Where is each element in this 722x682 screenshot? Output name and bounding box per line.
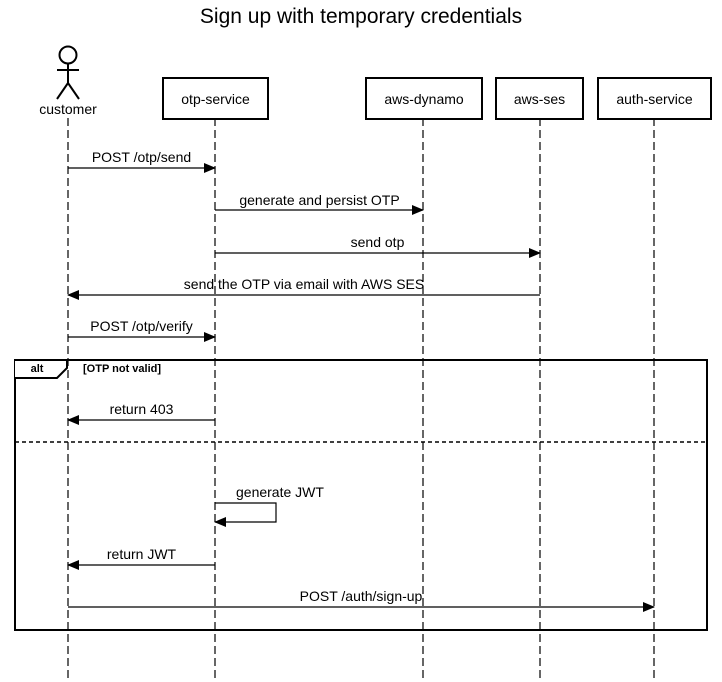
message-label: return JWT <box>107 546 177 562</box>
message-post-auth-sign-up: POST /auth/sign-up <box>68 588 655 612</box>
message-send-otp: send otp <box>215 234 541 258</box>
message-label: generate JWT <box>236 484 324 500</box>
message-label: return 403 <box>110 401 174 417</box>
alt-fragment: alt [OTP not valid] <box>14 359 708 631</box>
alt-condition: [OTP not valid] <box>83 363 161 375</box>
message-post-otp-send: POST /otp/send <box>68 149 216 173</box>
participant-aws-dynamo: aws-dynamo <box>365 77 483 120</box>
message-send-otp-email: send the OTP via email with AWS SES <box>67 276 540 300</box>
alt-fragment-tab <box>15 359 68 379</box>
message-label: POST /otp/verify <box>90 318 192 334</box>
participant-label: aws-ses <box>514 91 565 107</box>
participant-otp-service: otp-service <box>162 77 269 120</box>
alt-keyword: alt <box>31 363 44 375</box>
message-generate-jwt-self: generate JWT <box>214 484 324 527</box>
participant-auth-service: auth-service <box>597 77 712 120</box>
message-return-403: return 403 <box>67 401 215 425</box>
actor-customer: customer <box>39 45 97 117</box>
diagram-title: Sign up with temporary credentials <box>200 5 522 28</box>
message-label: POST /otp/send <box>92 149 191 165</box>
participant-label: aws-dynamo <box>384 91 464 107</box>
message-return-jwt: return JWT <box>67 546 215 570</box>
participant-label: otp-service <box>181 91 250 107</box>
stick-figure-icon <box>56 45 80 100</box>
message-label: send the OTP via email with AWS SES <box>184 276 424 292</box>
message-label: send otp <box>351 234 405 250</box>
message-post-otp-verify: POST /otp/verify <box>68 318 216 342</box>
participant-aws-ses: aws-ses <box>495 77 584 120</box>
actor-label: customer <box>39 101 97 117</box>
message-label: generate and persist OTP <box>239 192 399 208</box>
message-generate-persist-otp: generate and persist OTP <box>215 192 424 215</box>
participant-label: auth-service <box>616 91 692 107</box>
message-label: POST /auth/sign-up <box>300 588 423 604</box>
